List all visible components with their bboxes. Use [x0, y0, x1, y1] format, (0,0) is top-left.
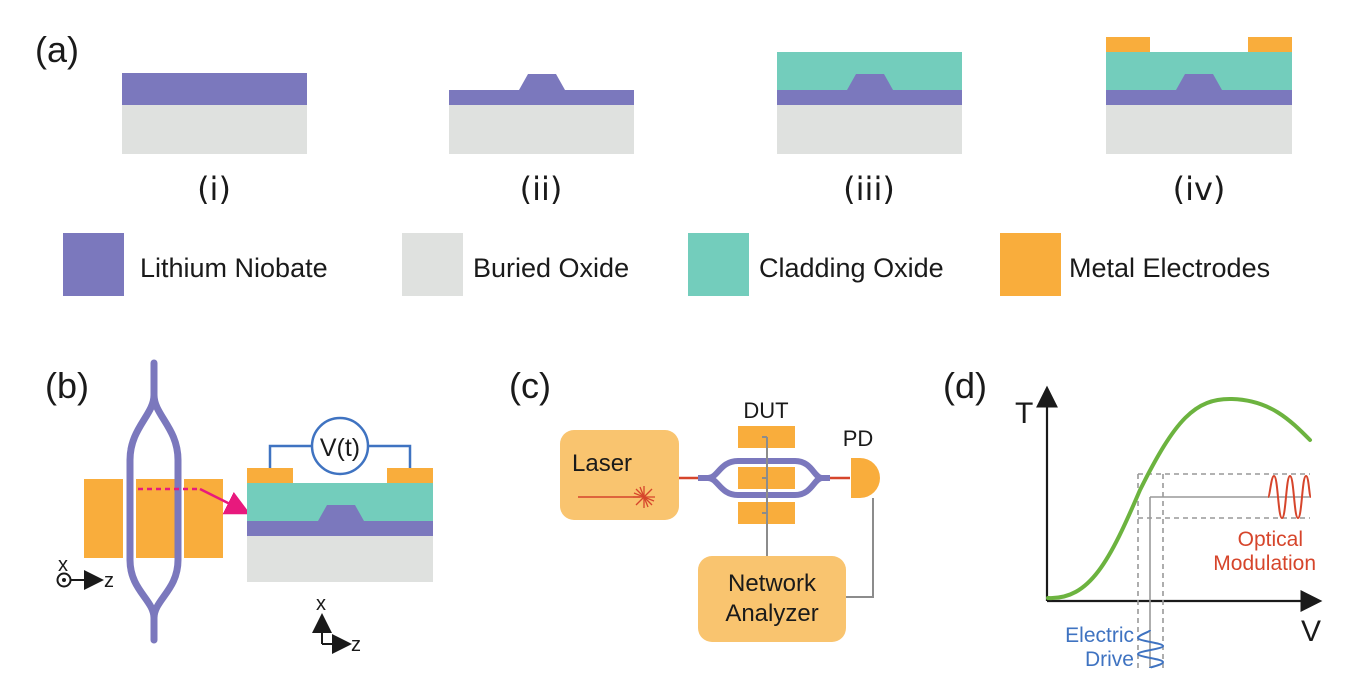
top-axis-z-label: z [104, 570, 114, 592]
buried-oxide-layer [449, 105, 634, 154]
panel-a-label: (a) [35, 29, 79, 70]
legend-label-cladding-oxide: Cladding Oxide [759, 253, 944, 283]
metal-electrode-left [1106, 37, 1150, 52]
lithium-niobate-slab [1106, 90, 1292, 105]
out-of-plane-axis-icon [56, 572, 72, 588]
legend-label-metal-electrodes: Metal Electrodes [1069, 253, 1270, 283]
optical-label-line2: Modulation [1213, 552, 1316, 575]
top-view-axes: x z [56, 554, 114, 592]
step-label-iv: (iv) [1173, 170, 1226, 208]
voltage-wire [268, 444, 412, 468]
top-electrode-left [84, 479, 123, 558]
voltage-source-icon [310, 416, 370, 476]
legend-swatch-metal-electrodes [1000, 233, 1061, 296]
legend-label-buried-oxide: Buried Oxide [473, 253, 629, 283]
top-electrode-right [184, 479, 223, 558]
step-ii-stack [449, 74, 634, 154]
cross-section-axes: x z [312, 593, 361, 656]
pd-cable [846, 498, 874, 598]
cs-lithium-niobate-rib [318, 505, 364, 521]
buried-oxide-layer [777, 105, 962, 154]
lithium-niobate-slab [449, 90, 634, 105]
metal-electrode-right [1248, 37, 1292, 52]
electric-label-line2: Drive [1085, 648, 1134, 671]
lithium-niobate-layer [122, 73, 307, 105]
cs-buried-oxide [247, 536, 433, 582]
step-iv-stack [1106, 37, 1292, 154]
laser-burst-icon [633, 486, 655, 508]
legend-swatch-cladding-oxide [688, 233, 749, 296]
x-axis-label: V [1301, 615, 1321, 648]
panel-d: (d) T V Optical Modulation Electric Driv… [943, 365, 1323, 671]
cs-axis-x-label: x [316, 593, 326, 615]
step-label-i: (i) [197, 170, 231, 208]
lithium-niobate-rib [847, 74, 893, 90]
panel-a: (a) (i) (ii) (iii) [35, 29, 1292, 208]
panel-d-label: (d) [943, 365, 987, 406]
network-analyzer-box [698, 556, 846, 642]
panel-c: (c) Laser DUT PD [509, 365, 880, 642]
lithium-niobate-rib [1176, 74, 1222, 90]
buried-oxide-layer [122, 105, 307, 154]
laser-label: Laser [572, 450, 632, 477]
lithium-niobate-rib [519, 74, 565, 90]
lithium-niobate-slab [777, 90, 962, 105]
electric-label-line1: Electric [1065, 624, 1134, 647]
transfer-curve [1046, 396, 1312, 601]
photodetector-icon [851, 458, 880, 498]
dut-label: DUT [743, 398, 788, 423]
voltage-label: V(t) [320, 434, 360, 462]
buried-oxide-layer [1106, 105, 1292, 154]
legend-label-lithium-niobate: Lithium Niobate [140, 253, 328, 283]
cs-lithium-niobate-slab [247, 521, 433, 536]
panel-c-label: (c) [509, 365, 551, 406]
cs-electrode-right [387, 468, 433, 483]
cross-section-arrow [199, 487, 251, 515]
top-electrode-center [136, 479, 175, 558]
cs-axis-z-label: z [351, 634, 361, 656]
operating-point-guides [1137, 473, 1310, 668]
pd-label: PD [843, 426, 874, 451]
analyzer-label-line2: Analyzer [725, 600, 818, 627]
y-axis-label: T [1015, 397, 1033, 430]
cs-electrode-left [247, 468, 293, 483]
electric-drive-wave [1136, 629, 1165, 669]
mzi-waveguide [126, 359, 182, 644]
panel-b-label: (b) [45, 365, 89, 406]
step-label-iii: (iii) [843, 170, 895, 208]
step-i-stack [122, 73, 307, 154]
top-axis-x-label: x [58, 554, 68, 576]
optical-modulation-wave [1267, 474, 1312, 520]
step-label-ii: (ii) [520, 170, 563, 208]
panel-b: (b) x z V(t) x [45, 359, 433, 656]
optical-label-line1: Optical [1238, 528, 1303, 551]
legend-swatch-buried-oxide [402, 233, 463, 296]
legend-swatch-lithium-niobate [63, 233, 124, 296]
legend: Lithium Niobate Buried Oxide Cladding Ox… [63, 233, 1270, 296]
step-iii-stack [777, 52, 962, 154]
analyzer-label-line1: Network [728, 570, 817, 597]
